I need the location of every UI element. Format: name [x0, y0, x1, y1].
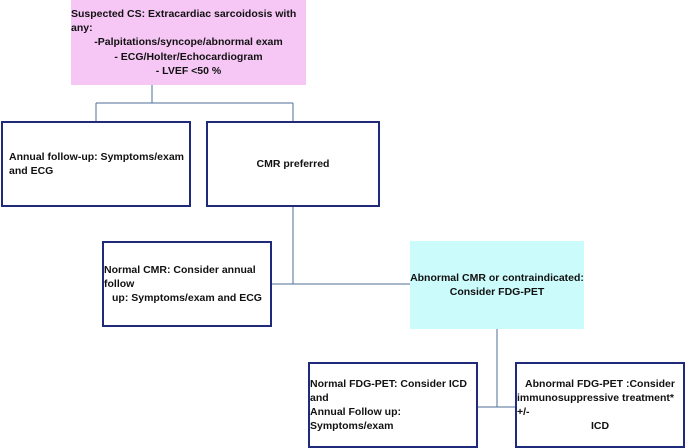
abnormal-fdg-pet-line-2: immunosuppressive treatment* +/- — [517, 391, 674, 418]
suspected-cs-line-2: -Palpitations/syncope/abnormal exam — [94, 36, 283, 49]
abnormal-cmr-box: Abnormal CMR or contraindicated: Conside… — [410, 241, 584, 329]
normal-cmr-line-2: up: Symptoms/exam and ECG — [112, 292, 262, 305]
normal-cmr-line-1: Normal CMR: Consider annual follow — [104, 263, 256, 290]
suspected-cs-line-4: - LVEF <50 % — [155, 64, 222, 77]
annual-follow-up-box: Annual follow-up: Symptoms/exam and ECG — [1, 121, 191, 207]
suspected-cs-line-1: Suspected CS: Extracardiac sarcoidosis w… — [71, 8, 297, 35]
annual-follow-up-line-1: Annual follow-up: Symptoms/exam — [9, 150, 185, 163]
abnormal-cmr-line-2: Consider FDG-PET — [449, 286, 545, 298]
abnormal-fdg-pet-line-1: Abnormal FDG-PET :Consider — [525, 377, 675, 390]
normal-fdg-pet-box: Normal FDG-PET: Consider ICD and Annual … — [308, 362, 478, 448]
normal-fdg-pet-line-1: Normal FDG-PET: Consider ICD and — [310, 377, 467, 404]
normal-cmr-box: Normal CMR: Consider annual follow up: S… — [102, 241, 272, 327]
annual-follow-up-line-2: and ECG — [9, 165, 54, 177]
normal-fdg-pet-line-2: Annual Follow up: Symptoms/exam — [310, 406, 401, 433]
abnormal-fdg-pet-line-3: ICD — [590, 420, 610, 433]
abnormal-fdg-pet-box: Abnormal FDG-PET :Consider immunosuppres… — [515, 362, 685, 448]
cmr-preferred-line-1: CMR preferred — [256, 157, 330, 170]
suspected-cs-line-3: - ECG/Holter/Echocardiogram — [114, 50, 263, 63]
suspected-cs-box: Suspected CS: Extracardiac sarcoidosis w… — [71, 0, 306, 85]
cmr-preferred-box: CMR preferred — [206, 121, 380, 207]
abnormal-cmr-line-1: Abnormal CMR or contraindicated: — [410, 271, 584, 284]
